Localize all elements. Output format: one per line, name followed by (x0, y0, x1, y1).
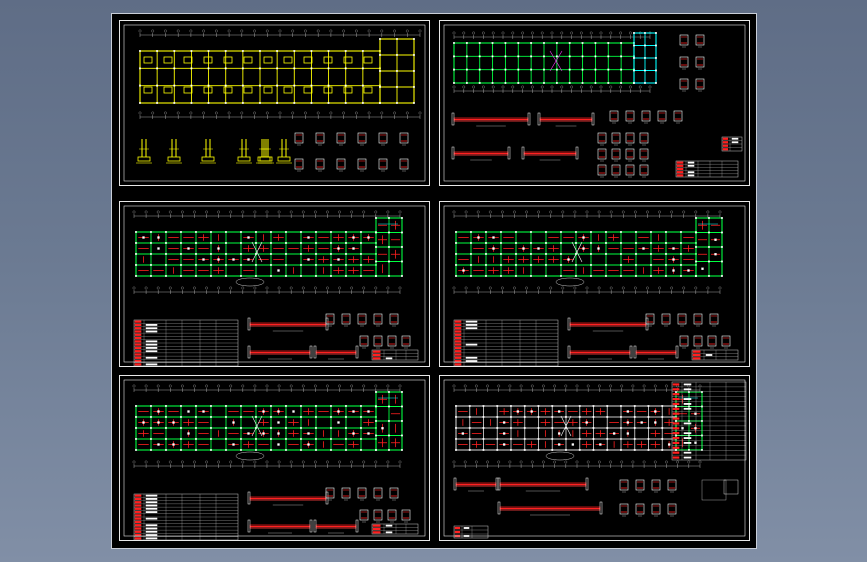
drawing-group (443, 205, 746, 366)
drawing-canvas[interactable] (111, 13, 757, 549)
drawing-group (123, 379, 426, 540)
sheet-drawing (443, 24, 746, 182)
sheet-drawing (123, 205, 426, 366)
sheet-roof-plan[interactable] (439, 375, 750, 541)
sheet-structure-plan-3[interactable] (439, 201, 750, 367)
sheet-foundation-plan[interactable] (119, 20, 430, 186)
sheet-drawing (123, 24, 426, 182)
drawing-group (123, 24, 426, 182)
sheet-drawing (443, 205, 746, 366)
drawing-group (443, 24, 746, 182)
sheet-structure-plan-1[interactable] (439, 20, 750, 186)
drawing-group (123, 205, 426, 366)
sheet-structure-plan-4[interactable] (119, 375, 430, 541)
sheet-drawing (123, 379, 426, 540)
sheet-structure-plan-2[interactable] (119, 201, 430, 367)
sheet-drawing (443, 379, 747, 539)
drawing-group (443, 379, 747, 539)
